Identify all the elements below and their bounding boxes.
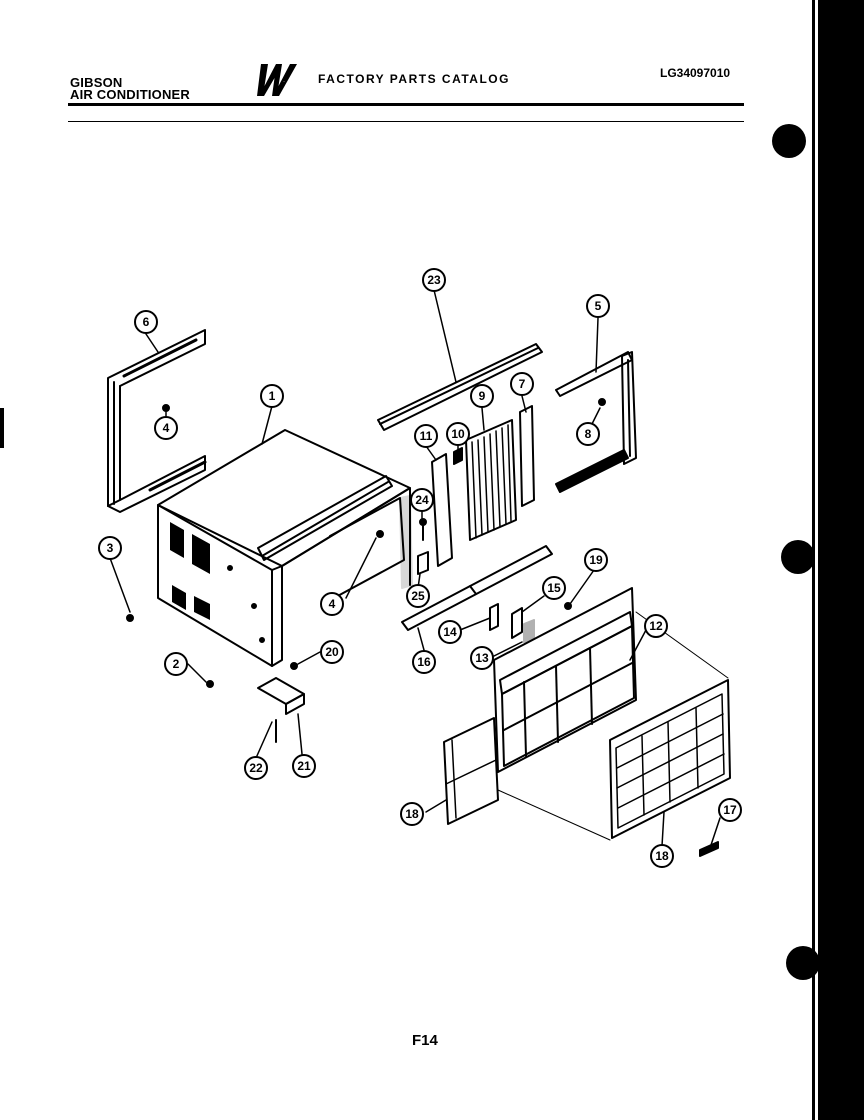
- screws-2-3-21: [126, 398, 606, 688]
- bracket-11: [431, 453, 453, 567]
- svg-text:24: 24: [415, 493, 429, 507]
- callout-12: 12: [644, 614, 668, 638]
- part-14: [489, 603, 499, 631]
- callout-20: 19: [584, 548, 608, 572]
- svg-text:5: 5: [595, 299, 602, 313]
- part-13: [523, 619, 535, 643]
- svg-text:15: 15: [547, 581, 561, 595]
- callout-8: 8: [576, 422, 600, 446]
- callout-9: 9: [470, 384, 494, 408]
- svg-text:13: 13: [475, 651, 489, 665]
- callout-16: 16: [412, 650, 436, 674]
- callout-10: 10: [446, 422, 470, 446]
- louver-assembly-9: [465, 419, 517, 541]
- svg-text:21: 21: [297, 759, 311, 773]
- svg-text:9: 9: [479, 389, 486, 403]
- svg-text:12: 12: [649, 619, 663, 633]
- wci-logo: WCI: [257, 64, 298, 96]
- front-frame-12: [493, 587, 637, 773]
- mounting-bracket-22: [257, 677, 305, 743]
- callout-4a: 4: [154, 416, 178, 440]
- brand-name: GIBSON: [70, 75, 123, 90]
- callout-24: 23: [422, 268, 446, 292]
- product-line: AIR CONDITIONER: [70, 87, 190, 102]
- punch-hole-middle: [781, 540, 815, 574]
- callout-19: 18: [400, 802, 424, 826]
- svg-text:17: 17: [723, 803, 737, 817]
- callout-13: 13: [470, 646, 494, 670]
- callout-4b: 4: [320, 592, 344, 616]
- callout-23: 22: [244, 756, 268, 780]
- lower-rail-16: [401, 545, 553, 631]
- clip-10: [453, 447, 463, 465]
- svg-text:18: 18: [405, 807, 419, 821]
- callout-26: 25: [406, 584, 430, 608]
- svg-text:8: 8: [585, 427, 592, 441]
- svg-text:11: 11: [420, 429, 433, 443]
- logo-text: WCI: [283, 81, 286, 83]
- cabinet-1: [157, 429, 413, 667]
- svg-text:3: 3: [107, 541, 114, 555]
- callout-25: 24: [410, 488, 434, 512]
- header-rule-thin: [68, 121, 744, 122]
- callout-21: 20: [320, 640, 344, 664]
- svg-text:25: 25: [411, 589, 425, 603]
- callout-11: 11: [414, 424, 438, 448]
- filter-19: [443, 717, 499, 825]
- svg-text:10: 10: [451, 427, 465, 441]
- svg-text:1: 1: [269, 389, 276, 403]
- bracket-7: [519, 405, 535, 507]
- svg-text:7: 7: [519, 377, 526, 391]
- catalog-title: FACTORY PARTS CATALOG: [318, 72, 510, 86]
- front-grille-18: [497, 611, 731, 841]
- brand-block: GIBSON AIR CONDITIONER: [70, 75, 190, 102]
- top-rail-24: [377, 343, 543, 431]
- part-15: [511, 607, 523, 639]
- svg-text:23: 23: [427, 273, 441, 287]
- header-rule: [68, 103, 744, 106]
- callout-17: 17: [718, 798, 742, 822]
- part-17: [699, 841, 719, 857]
- callout-3: 3: [98, 536, 122, 560]
- svg-text:4: 4: [163, 421, 170, 435]
- callout-15: 15: [542, 576, 566, 600]
- callout-5: 5: [586, 294, 610, 318]
- callout-22: 21: [292, 754, 316, 778]
- callout-7: 7: [510, 372, 534, 396]
- scan-mark: [0, 408, 4, 448]
- callout-6: 6: [134, 310, 158, 334]
- hardware-25-26: [417, 518, 429, 575]
- svg-text:4: 4: [329, 597, 336, 611]
- punch-hole-bottom: [786, 946, 820, 980]
- leader-lines: [109, 289, 721, 849]
- callout-labels: 6 4 1 3 2 20 4 23 5 7 8 9 11 10 24 25 16…: [98, 268, 742, 868]
- catalog-number: LG34097010: [660, 66, 731, 80]
- callout-1: 1: [260, 384, 284, 408]
- left-side-panel-6: [107, 329, 207, 513]
- callout-14: 14: [438, 620, 462, 644]
- svg-text:16: 16: [417, 655, 431, 669]
- svg-text:6: 6: [143, 315, 150, 329]
- svg-text:14: 14: [443, 625, 457, 639]
- callout-18: 18: [650, 844, 674, 868]
- scan-shadow-edge: [818, 0, 864, 1120]
- svg-text:19: 19: [589, 553, 603, 567]
- right-side-panel-5: [555, 351, 637, 493]
- punch-hole-top: [772, 124, 806, 158]
- svg-text:22: 22: [249, 761, 263, 775]
- page-number: F14: [412, 1032, 438, 1049]
- callout-2: 2: [164, 652, 188, 676]
- svg-text:2: 2: [173, 657, 180, 671]
- svg-text:20: 20: [325, 645, 339, 659]
- svg-text:18: 18: [655, 849, 669, 863]
